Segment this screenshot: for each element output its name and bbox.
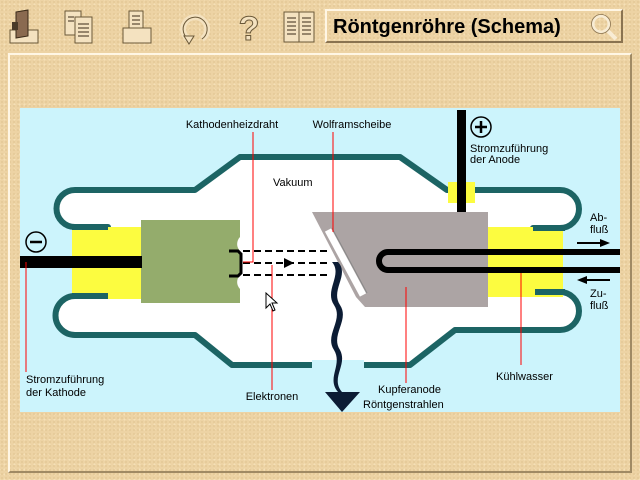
label-abfluss-1: Ab- — [590, 212, 607, 224]
exit-button[interactable] — [8, 8, 42, 46]
label-kathode-2: der Kathode — [26, 387, 86, 399]
label-vakuum: Vakuum — [273, 177, 313, 189]
filament — [229, 249, 243, 278]
label-kupferanode: Kupferanode — [378, 384, 441, 396]
cooling-insulator — [488, 227, 563, 297]
inflow-arrow — [577, 276, 610, 284]
label-abfluss-2: fluß — [590, 224, 609, 236]
print-icon — [122, 10, 152, 44]
tungsten-disk — [324, 228, 367, 297]
cathode-block — [141, 220, 240, 303]
label-roentgenstrahlen: Röntgenstrahlen — [363, 399, 444, 411]
label-anode-2: der Anode — [470, 154, 520, 166]
label-wolframscheibe: Wolframscheibe — [313, 119, 392, 131]
help-icon: ? — [238, 10, 260, 49]
electron-arrow — [284, 258, 294, 268]
label-kathode-1: Stromzuführung — [26, 374, 104, 386]
label-anode-1: Stromzuführung — [470, 143, 548, 155]
label-kuehlwasser: Kühlwasser — [496, 371, 553, 383]
xray-beam — [325, 262, 360, 412]
minus-icon — [25, 231, 47, 253]
label-zufluss-1: Zu- — [590, 288, 607, 300]
mouse-cursor-icon — [265, 291, 279, 312]
copy-pages-icon — [64, 10, 93, 44]
copy-button[interactable] — [62, 8, 96, 46]
search-button[interactable] — [589, 12, 619, 42]
page-title: Röntgenröhre (Schema) — [333, 16, 561, 38]
title-bar: Röntgenröhre (Schema) — [325, 9, 623, 43]
help-button[interactable]: ? — [232, 8, 266, 49]
plus-icon — [470, 116, 492, 138]
pointer-lines — [25, 132, 522, 390]
svg-text:?: ? — [239, 10, 260, 46]
reload-button[interactable] — [178, 8, 212, 46]
book-icon — [283, 11, 315, 43]
label-zufluss-2: fluß — [590, 300, 609, 312]
cathode-rod — [20, 256, 142, 268]
label-elektronen: Elektronen — [246, 391, 299, 403]
content-panel — [8, 53, 632, 473]
magnifier-icon — [591, 14, 618, 41]
anode-rod — [457, 110, 466, 212]
contents-button[interactable] — [282, 8, 316, 46]
label-kathodenheizdraht: Kathodenheizdraht — [186, 119, 278, 131]
print-button[interactable] — [120, 8, 154, 46]
outflow-arrow — [577, 239, 610, 247]
electron-beam — [243, 250, 330, 276]
reload-icon — [180, 14, 211, 45]
exit-icon — [9, 9, 39, 44]
cooling-pipe — [376, 249, 620, 273]
